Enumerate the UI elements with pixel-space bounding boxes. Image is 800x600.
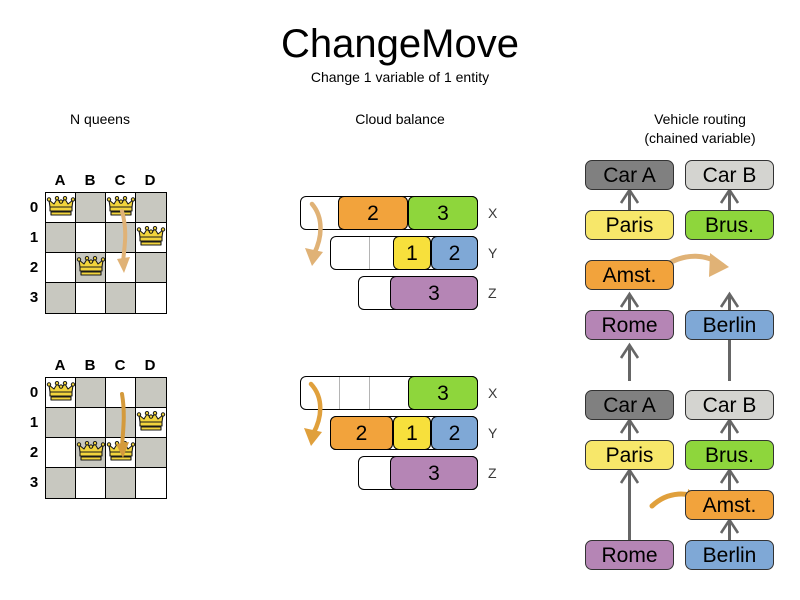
vrp-node-rome[interactable]: Rome xyxy=(585,310,674,340)
cell-a2[interactable] xyxy=(46,253,76,283)
cell-d2[interactable] xyxy=(136,253,166,283)
cell-c3[interactable] xyxy=(106,468,136,498)
page-subtitle: Change 1 variable of 1 entity xyxy=(310,69,490,85)
cell-b3[interactable] xyxy=(76,283,106,313)
vrp-node-car-a[interactable]: Car A xyxy=(585,390,674,420)
rank-label-3: 3 xyxy=(29,289,39,306)
cell-b3[interactable] xyxy=(76,468,106,498)
vrp-node-brussels[interactable]: Brus. xyxy=(685,210,774,240)
file-label-a: A xyxy=(54,172,66,189)
vrp-arrowheads-after xyxy=(619,417,740,534)
cell-d0[interactable] xyxy=(136,193,166,223)
cell-b0[interactable] xyxy=(76,378,106,408)
cloud-block-yellow-1[interactable]: 1 xyxy=(393,236,431,270)
cloud-block-orange-2[interactable]: 2 xyxy=(338,196,408,230)
cell-d3[interactable] xyxy=(136,468,166,498)
cloud-row-label-y: Y xyxy=(488,245,498,261)
cloud-block-yellow-1[interactable]: 1 xyxy=(393,416,431,450)
edge-rome-amsterdam xyxy=(628,345,631,381)
column-heading-nqueens: N queens xyxy=(70,111,130,127)
vrp-node-car-b[interactable]: Car B xyxy=(685,160,774,190)
cell-a1[interactable] xyxy=(46,223,76,253)
vehicle-routing-after: Car A Paris Rome Car B Brus. Amst. Berli… xyxy=(0,385,800,585)
file-label-b: B xyxy=(84,172,96,189)
vehicle-routing-before: Car A Paris Amst. Rome Car B Brus. Berli… xyxy=(0,155,800,381)
cell-b1[interactable] xyxy=(76,408,106,438)
cloud-block-green-3[interactable]: 3 xyxy=(408,196,478,230)
cell-a3[interactable] xyxy=(46,468,76,498)
column-heading-vehicle-routing: Vehicle routing (chained variable) xyxy=(600,110,800,148)
page-title: ChangeMove xyxy=(281,22,519,66)
cell-a2[interactable] xyxy=(46,438,76,468)
vrp-node-paris[interactable]: Paris xyxy=(585,440,674,470)
cell-d0[interactable] xyxy=(136,378,166,408)
vrp-node-car-b[interactable]: Car B xyxy=(685,390,774,420)
edge-amsterdam-brussels xyxy=(728,470,731,506)
file-label-b: B xyxy=(84,357,96,374)
vrp-node-paris[interactable]: Paris xyxy=(585,210,674,240)
file-label-d: D xyxy=(144,357,156,374)
cloud-row-label-y: Y xyxy=(488,425,498,441)
vrp-node-amsterdam[interactable]: Amst. xyxy=(685,490,774,520)
file-label-c: C xyxy=(114,357,126,374)
vrp-node-brussels[interactable]: Brus. xyxy=(685,440,774,470)
vrp-node-berlin[interactable]: Berlin xyxy=(685,540,774,570)
vrp-heading-line2: (chained variable) xyxy=(644,130,756,146)
cell-c3[interactable] xyxy=(106,283,136,313)
rank-label-2: 2 xyxy=(29,259,39,276)
vrp-node-berlin[interactable]: Berlin xyxy=(685,310,774,340)
edge-brussels-carb xyxy=(728,420,731,456)
rank-label-1: 1 xyxy=(29,229,39,246)
rank-label-2: 2 xyxy=(29,444,39,461)
edge-paris-cara xyxy=(628,190,631,226)
vrp-node-car-a[interactable]: Car A xyxy=(585,160,674,190)
cloud-block-purple-3[interactable]: 3 xyxy=(390,276,478,310)
edge-brussels-carb xyxy=(728,190,731,226)
vrp-arrowheads-before xyxy=(619,187,740,359)
rank-label-1: 1 xyxy=(29,414,39,431)
rank-label-0: 0 xyxy=(29,384,39,401)
rank-label-3: 3 xyxy=(29,474,39,491)
cloud-block-green-3[interactable]: 3 xyxy=(408,376,478,410)
cloud-block-blue-2[interactable]: 2 xyxy=(431,416,478,450)
file-label-d: D xyxy=(144,172,156,189)
edge-berlin-amsterdam xyxy=(728,520,731,556)
cloud-balance-before: 2 3 X 1 2 Y 3 Z xyxy=(0,196,520,316)
edge-rome-paris xyxy=(628,470,631,556)
cell-b1[interactable] xyxy=(76,223,106,253)
file-label-a: A xyxy=(54,357,66,374)
vrp-node-rome[interactable]: Rome xyxy=(585,540,674,570)
cell-b0[interactable] xyxy=(76,193,106,223)
cloud-block-orange-2[interactable]: 2 xyxy=(330,416,393,450)
cloud-balance-after: 3 X 2 1 2 Y 3 Z xyxy=(0,376,520,496)
file-label-c: C xyxy=(114,172,126,189)
rank-label-0: 0 xyxy=(29,199,39,216)
cloud-row-label-x: X xyxy=(488,385,498,401)
cell-a3[interactable] xyxy=(46,283,76,313)
cell-d2[interactable] xyxy=(136,438,166,468)
edge-paris-cara xyxy=(628,420,631,456)
vrp-heading-line1: Vehicle routing xyxy=(654,111,746,127)
vrp-node-amsterdam[interactable]: Amst. xyxy=(585,260,674,290)
cloud-row-label-z: Z xyxy=(488,285,497,301)
cloud-block-blue-2[interactable]: 2 xyxy=(431,236,478,270)
column-heading-cloud-balance: Cloud balance xyxy=(355,111,445,127)
cell-d3[interactable] xyxy=(136,283,166,313)
cloud-row-label-x: X xyxy=(488,205,498,221)
cloud-row-label-z: Z xyxy=(488,465,497,481)
cloud-block-purple-3[interactable]: 3 xyxy=(390,456,478,490)
cell-a1[interactable] xyxy=(46,408,76,438)
